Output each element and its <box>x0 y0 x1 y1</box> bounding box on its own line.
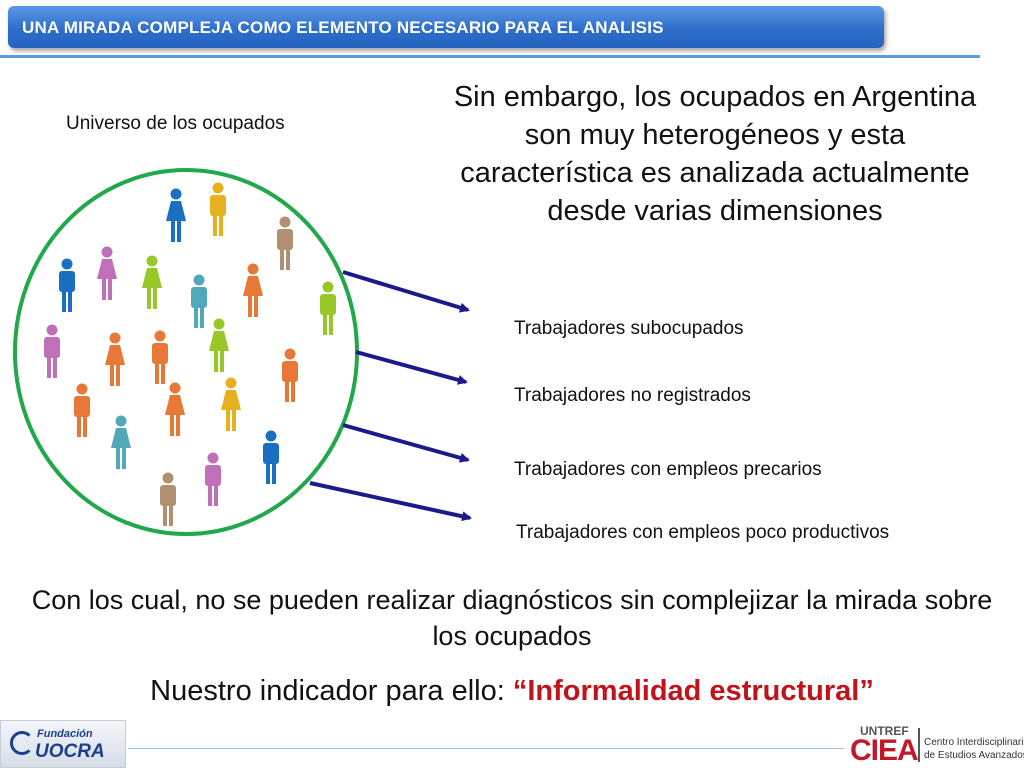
header-banner: UNA MIRADA COMPLEJA COMO ELEMENTO NECESA… <box>8 6 884 48</box>
arrow-precarios <box>342 423 470 463</box>
category-no-registrados: Trabajadores no registrados <box>514 385 751 406</box>
ciea-desc-line2: de Estudios Avanzados <box>924 750 1024 761</box>
arrow-poco-productivos <box>309 481 472 522</box>
fundacion-uocra-logo: Fundación UOCRA <box>0 720 126 768</box>
indicator-line: Nuestro indicador para ello: “Informalid… <box>30 675 994 708</box>
person-icon <box>263 430 279 484</box>
uocra-mark-icon <box>10 731 34 755</box>
person-icon <box>165 382 185 436</box>
person-icon <box>97 246 117 300</box>
person-icon <box>166 188 186 242</box>
person-icon <box>209 318 229 372</box>
ciea-desc-line1: Centro Interdisciplinario <box>924 737 1024 748</box>
category-empleos-precarios: Trabajadores con empleos precarios <box>514 459 822 480</box>
person-icon <box>152 330 168 384</box>
person-icon <box>205 452 221 506</box>
uocra-logo-line1: Fundación <box>37 728 93 740</box>
people-group <box>44 182 336 526</box>
person-icon <box>142 255 162 309</box>
ciea-text: CIEA <box>850 734 919 767</box>
person-icon <box>282 348 298 402</box>
arrow-no-registrados <box>355 350 468 385</box>
slide-title: UNA MIRADA COMPLEJA COMO ELEMENTO NECESA… <box>22 18 664 37</box>
universe-circle <box>13 168 359 536</box>
category-empleos-poco-productivos: Trabajadores con empleos poco productivo… <box>516 522 890 543</box>
person-icon <box>59 258 75 312</box>
arrow-subocupados <box>342 270 470 313</box>
indicator-prefix: Nuestro indicador para ello: <box>150 675 513 707</box>
headline-text: Sin embargo, los ocupados en Argentina s… <box>453 81 977 227</box>
uocra-logo-line2: UOCRA <box>35 741 105 762</box>
person-icon <box>221 377 241 431</box>
person-icon <box>111 415 131 469</box>
untref-ciea-logo: UNTREF CIEA Centro Interdisciplinario de… <box>850 722 1024 767</box>
person-icon <box>105 332 125 386</box>
header-divider <box>0 55 980 58</box>
footer-divider <box>128 748 844 749</box>
person-icon <box>243 263 263 317</box>
conclusion-text: Con los cual, no se pueden realizar diag… <box>31 585 993 651</box>
person-icon <box>44 324 60 378</box>
person-icon <box>74 383 90 437</box>
person-icon <box>191 274 207 328</box>
person-icon <box>320 281 336 335</box>
person-icon <box>210 182 226 236</box>
indicator-name: “Informalidad estructural” <box>512 675 874 707</box>
logo-divider <box>918 728 920 762</box>
person-icon <box>160 472 176 526</box>
category-subocupados: Trabajadores subocupados <box>514 318 744 339</box>
untref-text: UNTREF <box>860 724 909 738</box>
person-icon <box>277 216 293 270</box>
universe-label: Universo de los ocupados <box>66 113 285 134</box>
